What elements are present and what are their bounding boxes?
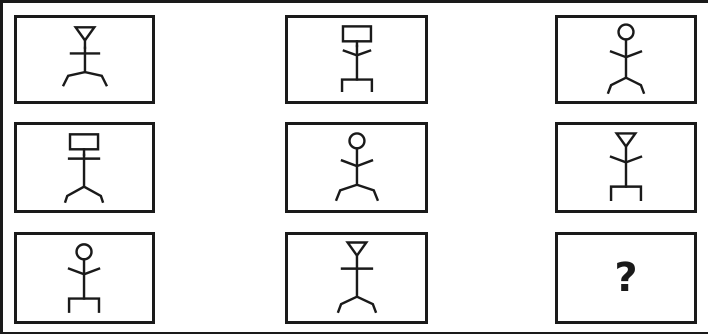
stick-figure-square-head-raised-arms-bent-up-legs <box>288 18 425 101</box>
arm-left <box>69 269 84 275</box>
figure-cell-r1c1[interactable] <box>14 15 155 104</box>
circle-head <box>619 25 634 40</box>
arm-right <box>626 157 641 163</box>
legs <box>65 187 102 202</box>
triangle-head <box>76 27 95 40</box>
stick-figure-triangle-head-raised-arms-bent-up-legs <box>558 125 694 210</box>
legs <box>611 187 641 200</box>
figure-cell-r2c1[interactable] <box>14 122 155 213</box>
legs <box>69 299 99 312</box>
triangle-head <box>617 133 636 146</box>
arm-left <box>611 157 626 163</box>
figure-cell-r3c2[interactable] <box>285 232 428 324</box>
arm-left <box>611 52 626 58</box>
figure-cell-r2c3[interactable] <box>555 122 697 213</box>
stick-figure-circle-head-raised-arms-bent-up-legs <box>17 235 152 321</box>
triangle-head <box>348 242 367 255</box>
figure-cell-r3c1[interactable] <box>14 232 155 324</box>
arm-left <box>344 51 357 56</box>
square-head <box>70 134 98 149</box>
question-mark: ? <box>614 258 637 298</box>
figure-cell-r1c3[interactable] <box>555 15 697 104</box>
legs <box>338 297 375 312</box>
stick-figure-square-head-straight-arms-angled-legs <box>17 125 152 210</box>
square-head <box>343 26 371 41</box>
missing-answer-cell[interactable]: ? <box>555 232 697 324</box>
legs <box>64 72 107 85</box>
arm-right <box>357 51 370 56</box>
circle-head <box>77 244 92 259</box>
arm-right <box>84 269 99 275</box>
stick-figure-triangle-head-straight-arms-angled-legs <box>288 235 425 321</box>
legs <box>336 185 377 200</box>
arm-right <box>626 52 641 58</box>
figure-cell-r2c2[interactable] <box>285 122 428 213</box>
legs <box>608 78 643 93</box>
stick-figure-circle-head-raised-arms-angled-legs <box>558 18 694 101</box>
circle-head <box>349 133 364 148</box>
legs <box>342 80 372 91</box>
arm-right <box>357 160 372 166</box>
arm-left <box>342 160 357 166</box>
stick-figure-triangle-head-straight-arms-bent-down-legs <box>17 18 152 101</box>
stick-figure-circle-head-raised-arms-bent-down-legs <box>288 125 425 210</box>
figure-cell-r1c2[interactable] <box>285 15 428 104</box>
